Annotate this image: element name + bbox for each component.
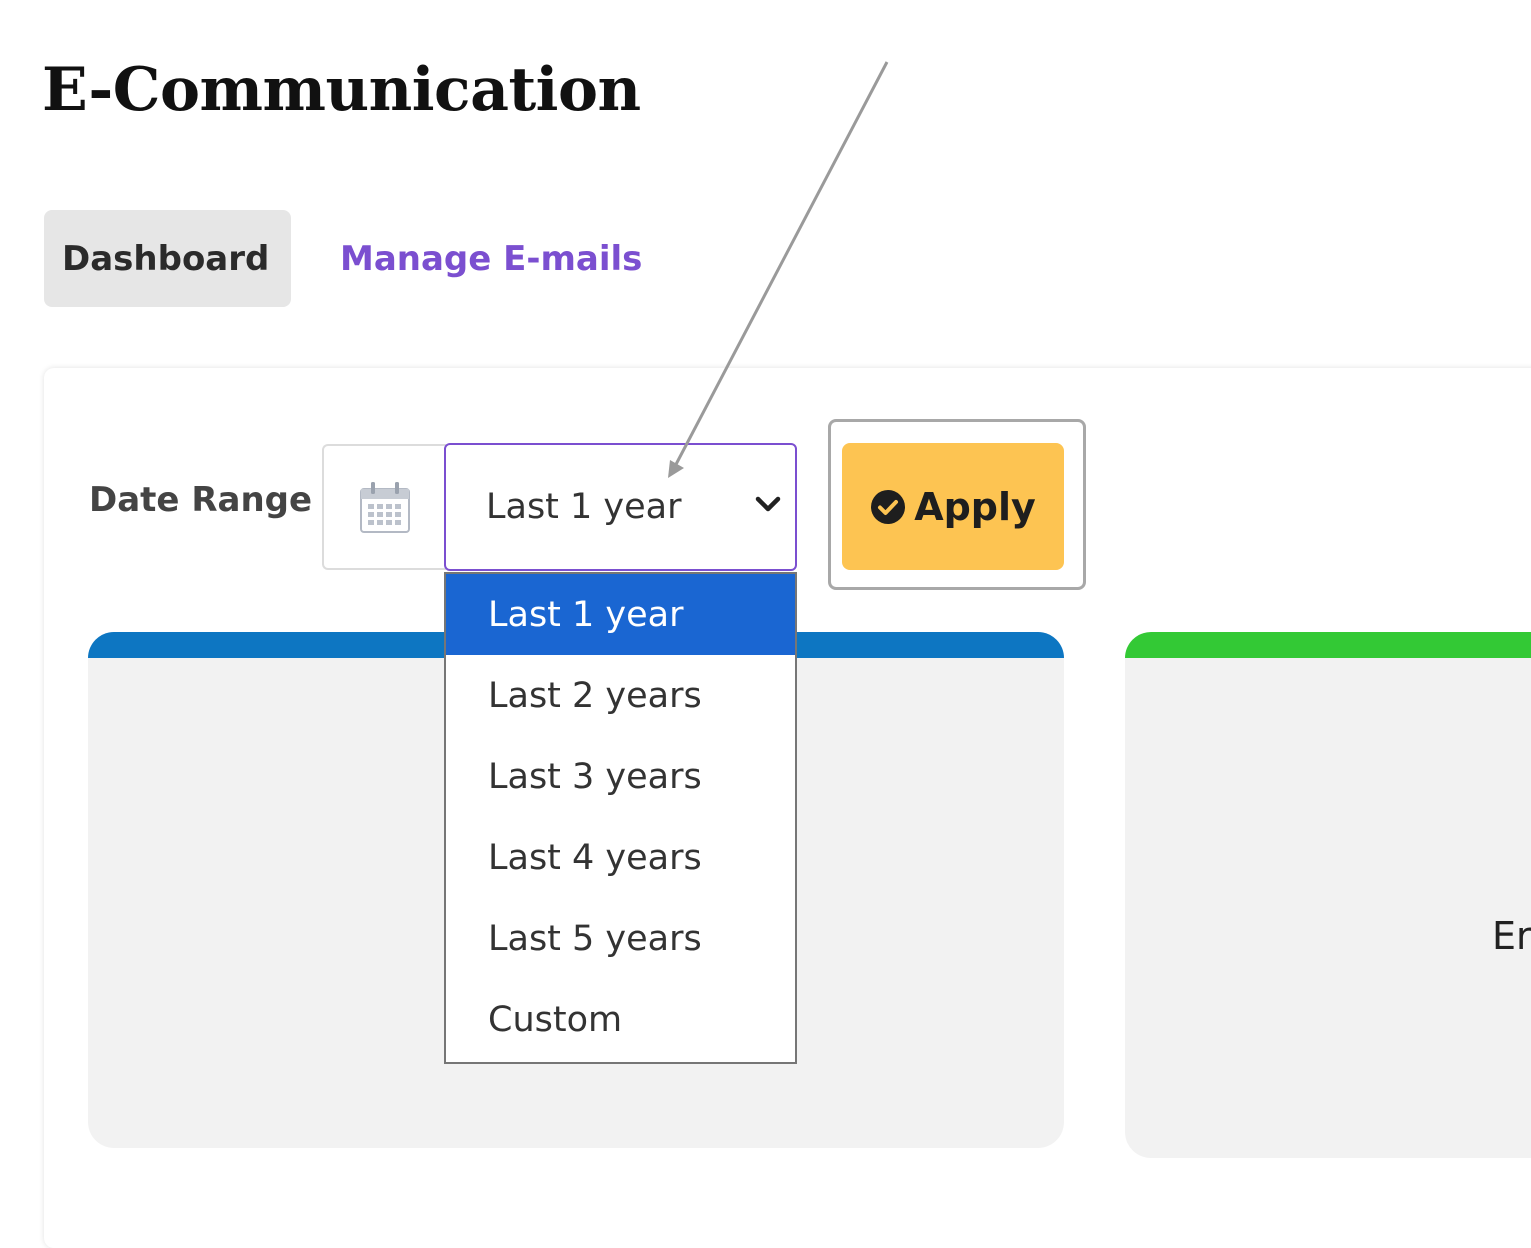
calendar-icon: [360, 482, 410, 533]
option-last-5-years[interactable]: Last 5 years: [488, 918, 702, 959]
apply-button[interactable]: Apply: [842, 443, 1064, 570]
check-circle-icon: [871, 489, 906, 524]
option-last-2-years[interactable]: Last 2 years: [488, 675, 702, 716]
date-range-select[interactable]: Last 1 year: [444, 443, 797, 571]
tab-dashboard[interactable]: Dashboard: [44, 210, 291, 307]
stat-card-label: Er: [1492, 914, 1531, 958]
tab-manage-emails-label: Manage E-mails: [340, 238, 643, 279]
apply-button-label: Apply: [914, 484, 1036, 529]
date-range-label: Date Range: [89, 480, 313, 520]
option-last-1-year[interactable]: Last 1 year: [446, 574, 795, 655]
tab-dashboard-label: Dashboard: [62, 238, 270, 279]
calendar-addon: [322, 444, 446, 570]
option-custom[interactable]: Custom: [488, 999, 623, 1040]
stat-card-green: Er: [1125, 632, 1531, 1158]
date-range-options: Last 1 year Last 2 years Last 3 years La…: [444, 572, 797, 1064]
option-last-3-years[interactable]: Last 3 years: [488, 756, 702, 797]
page-title: E-Communication: [42, 55, 641, 125]
tab-manage-emails[interactable]: Manage E-mails: [340, 210, 642, 307]
chevron-down-icon: [755, 496, 781, 512]
option-last-4-years[interactable]: Last 4 years: [488, 837, 702, 878]
apply-highlight-outline: [828, 419, 1086, 590]
date-range-selected-value: Last 1 year: [486, 487, 682, 527]
